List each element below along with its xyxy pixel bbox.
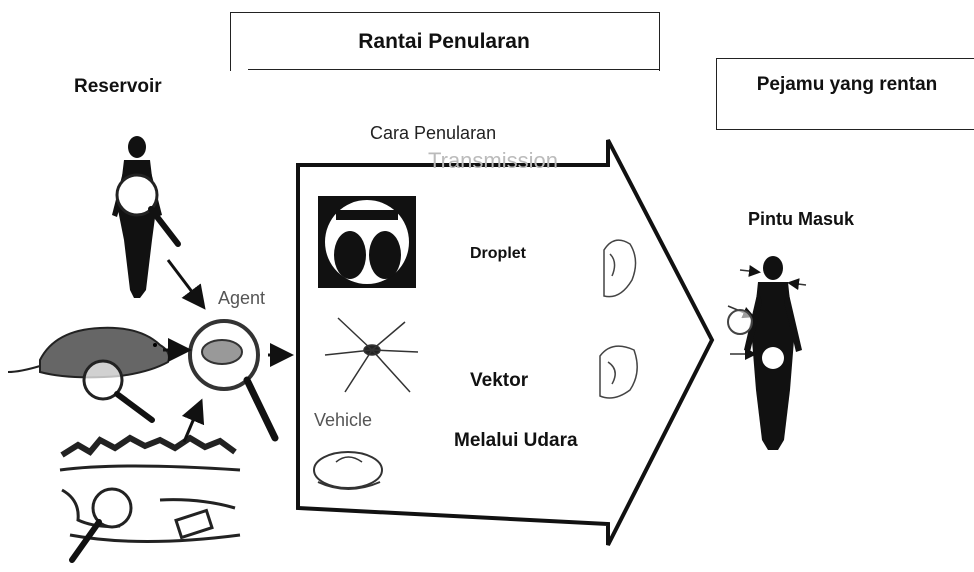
airborne-label: Melalui Udara <box>454 430 578 451</box>
agent-figure <box>190 321 275 438</box>
droplet-label: Droplet <box>470 245 527 262</box>
portal-of-entry-label: Pintu Masuk <box>748 209 855 229</box>
food-vehicle-image <box>314 452 382 489</box>
magnifier-icon <box>72 489 131 560</box>
droplet-image <box>318 196 416 288</box>
vehicle-label: Vehicle <box>314 410 372 430</box>
reservoir-label: Reservoir <box>74 76 162 97</box>
magnifier-icon <box>728 310 752 334</box>
agent-label: Agent <box>218 288 265 308</box>
environment-reservoir-figure <box>60 438 240 542</box>
arrow-icon <box>168 260 202 305</box>
transmission-faded-label: Transmission <box>428 148 558 173</box>
vector-label: Vektor <box>470 370 529 391</box>
mode-of-transmission-label: Cara Penularan <box>370 123 496 143</box>
entry-site-marker <box>762 347 784 369</box>
